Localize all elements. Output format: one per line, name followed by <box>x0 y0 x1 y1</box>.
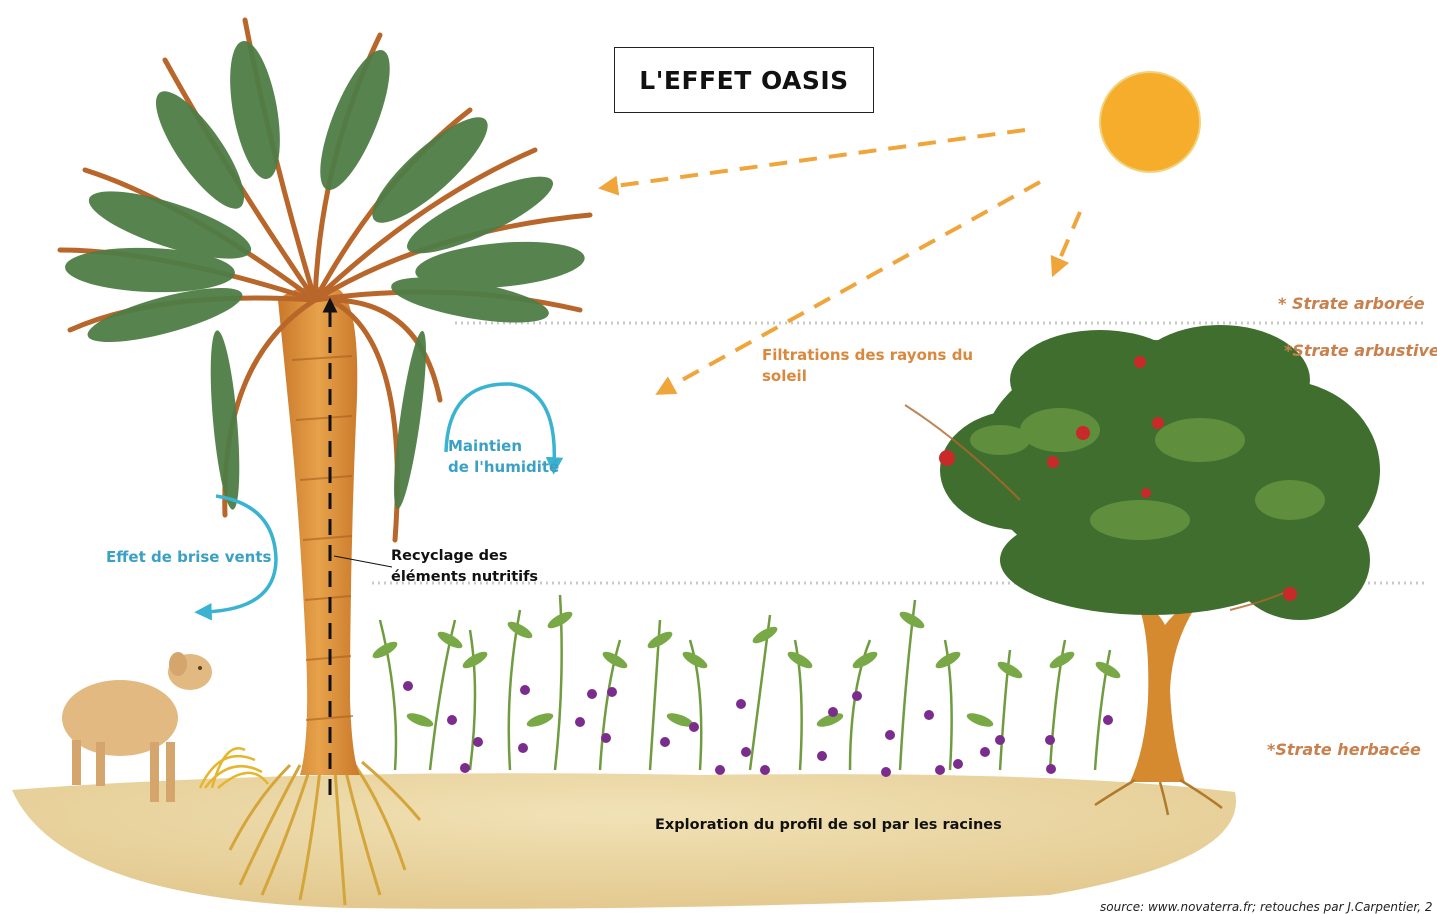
recycling-label: Recyclage des éléments nutritifs <box>391 546 538 588</box>
sun-icon <box>1100 72 1200 172</box>
recycling-label-line1: Recyclage des <box>391 546 538 567</box>
recycling-label-line2: éléments nutritifs <box>391 567 538 588</box>
humidity-label-line2: de l'humidité <box>448 457 559 478</box>
humidity-label: Maintien de l'humidité <box>448 436 559 478</box>
humidity-label-line1: Maintien <box>448 436 559 457</box>
filtration-label-line1: Filtrations des rayons du <box>762 345 973 366</box>
sun-ray-3 <box>1056 212 1080 268</box>
diagram-title: L'EFFET OASIS <box>639 66 848 95</box>
shrub-trunk <box>1130 600 1200 782</box>
source-credit: source: www.novaterra.fr; retouches par … <box>1100 900 1432 914</box>
strata-herbacee-label: *Strate herbacée <box>1267 740 1421 759</box>
strata-arbustive-label: *Strate arbustive <box>1284 341 1437 360</box>
shrub-canopy <box>940 325 1380 620</box>
filtration-label-line2: soleil <box>762 366 973 387</box>
sun-ray-1 <box>608 130 1025 187</box>
filtration-label: Filtrations des rayons du soleil <box>762 345 973 387</box>
soil-ground <box>12 773 1236 908</box>
windbreak-label: Effet de brise vents <box>106 547 271 568</box>
title-box: L'EFFET OASIS <box>614 47 874 113</box>
strata-arboree-label: * Strate arborée <box>1278 294 1425 313</box>
palm-trunk <box>278 287 360 775</box>
herbaceous-leaves <box>370 609 1122 730</box>
roots-exploration-label: Exploration du profil de sol par les rac… <box>655 815 1002 836</box>
sheep-icon <box>62 652 212 802</box>
